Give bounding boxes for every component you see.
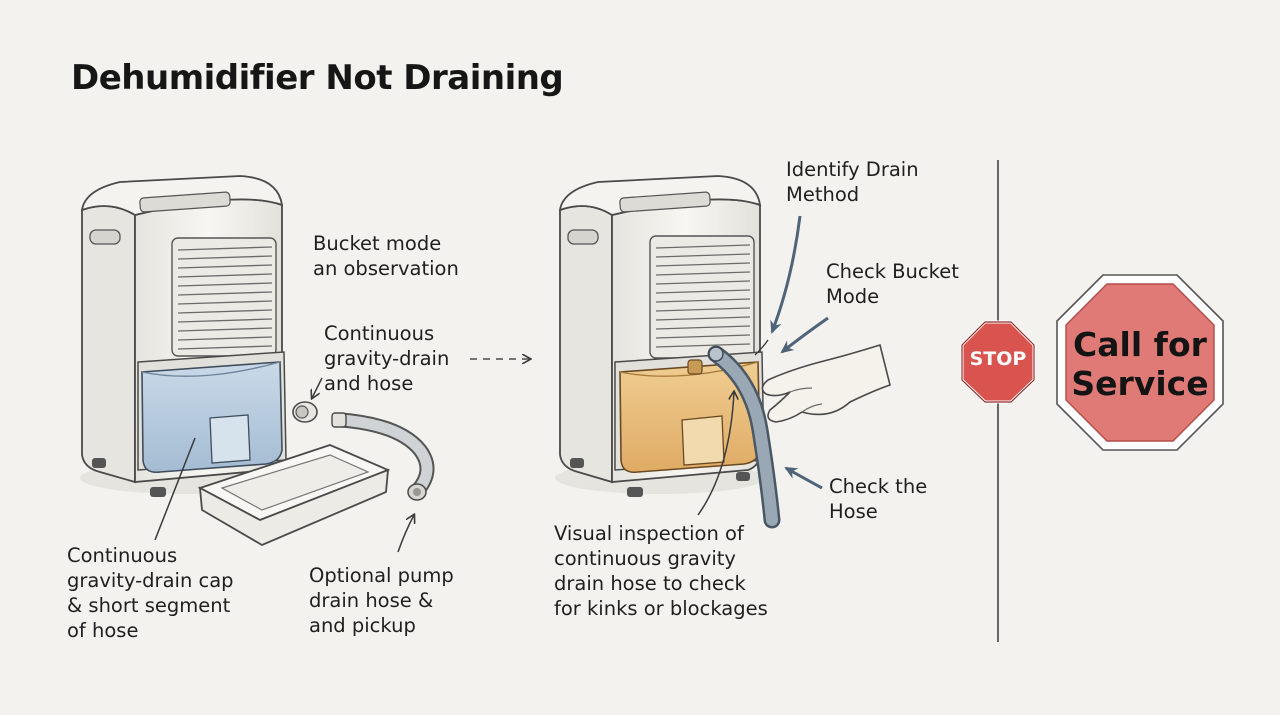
stop-sign-text: STOP (969, 348, 1027, 370)
arrow-check-hose (784, 466, 823, 490)
label-pump-hose: Optional pump drain hose & and pickup (309, 564, 454, 637)
arrow-identify-drain (770, 215, 802, 334)
leader-visual-inspection (697, 392, 734, 516)
label-check-bucket: Check Bucket Mode (826, 260, 959, 308)
attached-hose (707, 345, 781, 529)
loose-hose (331, 412, 435, 501)
arrow-check-bucket (780, 316, 829, 354)
service-sign-text: Call for Service (1071, 325, 1209, 403)
hand (761, 343, 891, 423)
page-title: Dehumidifier Not Draining (71, 58, 564, 98)
stop-sign (960, 320, 1036, 404)
hook-mark (754, 339, 769, 356)
leader-drain-cap (154, 437, 196, 541)
label-drain-cap: Continuous gravity-drain cap & short seg… (67, 544, 234, 642)
leader-gravity-drain (312, 377, 323, 398)
label-bucket-mode: Bucket mode an observation (313, 232, 459, 280)
drain-cap (292, 401, 318, 423)
label-check-hose: Check the Hose (829, 475, 928, 523)
dehumidifier-right (555, 175, 765, 497)
service-sign (1056, 274, 1224, 451)
label-visual-inspection: Visual inspection of continuous gravity … (554, 522, 768, 620)
label-gravity-drain: Continuous gravity-drain and hose (324, 322, 450, 395)
drain-tray (197, 444, 391, 547)
label-identify-drain: Identify Drain Method (786, 158, 919, 206)
dehumidifier-left (80, 175, 290, 497)
leader-pump-hose (397, 515, 414, 553)
